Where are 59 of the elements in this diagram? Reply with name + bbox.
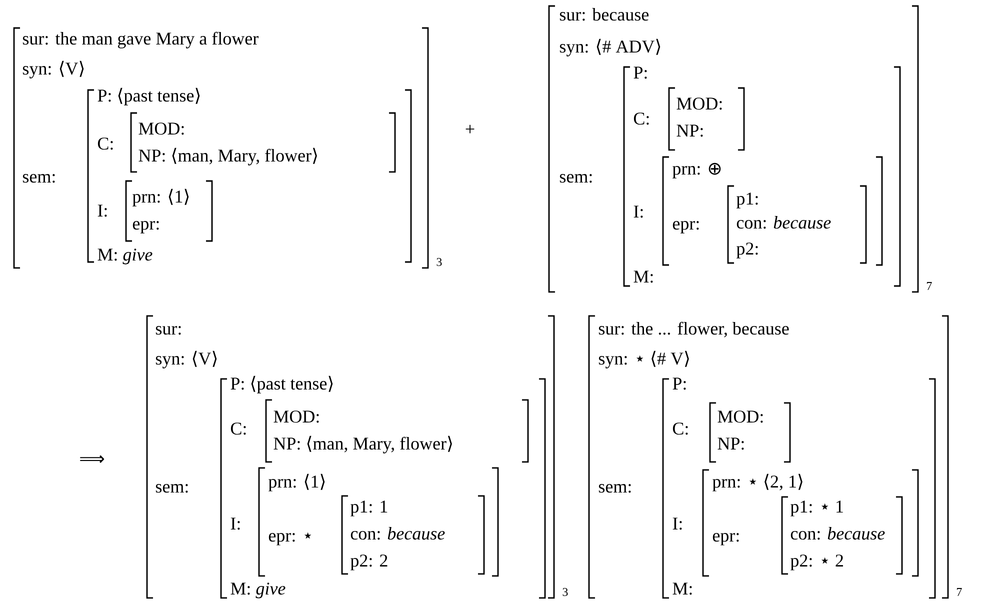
feature-text: prn: ⟨1⟩	[132, 188, 189, 206]
feature-text: p2:	[736, 242, 758, 258]
feature-text: syn: ⋆ ⟨# V⟩	[598, 350, 689, 368]
feature-text: P:	[672, 378, 686, 390]
operator-symbol: ⟹	[80, 455, 104, 463]
feature-text: prn: ⊕	[672, 162, 721, 178]
feature-text: sem:	[22, 174, 55, 183]
feature-text: M:	[672, 582, 692, 595]
feature-text: sur: the man gave Mary a flower	[22, 32, 258, 48]
feature-text: epr: ⋆	[268, 532, 312, 546]
feature-text: syn: ⟨V⟩	[156, 350, 217, 368]
feature-text: M: give	[98, 248, 152, 264]
index-number: 3	[562, 588, 568, 596]
feature-text: M: give	[230, 582, 286, 598]
feature-text: sem:	[598, 484, 631, 493]
feature-text: I:	[98, 204, 107, 217]
feature-text: epr:	[712, 533, 739, 546]
feature-text: sur:	[156, 326, 181, 335]
feature-text: sem:	[156, 484, 188, 493]
index-number: 3	[436, 258, 442, 266]
feature-text: syn: ⟨# ADV⟩	[560, 38, 660, 56]
feature-text: MOD:	[676, 98, 722, 110]
feature-text: C:	[98, 138, 113, 150]
feature-text: P: ⟨past tense⟩	[98, 88, 200, 106]
feature-text: con: because	[736, 216, 831, 229]
feature-text: sur: the ... flower, because	[598, 322, 789, 338]
feature-text: NP:	[718, 438, 744, 450]
feature-text: sem:	[560, 174, 592, 183]
feature-text: M:	[634, 270, 653, 283]
feature-text: C:	[230, 422, 246, 435]
feature-text: P:	[634, 66, 647, 79]
feature-text: p2: 2	[350, 554, 388, 570]
feature-text: p2: ⋆ 2	[790, 554, 843, 570]
feature-text: NP: ⟨man, Mary, flower⟩	[274, 436, 452, 454]
feature-text: con: because	[790, 526, 885, 540]
feature-text: C:	[634, 112, 649, 125]
feature-text: syn: ⟨V⟩	[22, 60, 84, 78]
feature-text: I:	[672, 518, 682, 530]
feature-text: prn: ⟨1⟩	[268, 474, 325, 492]
feature-text: p1:	[736, 192, 758, 208]
feature-text: prn: ⋆ ⟨2, 1⟩	[712, 474, 802, 492]
operator-symbol: +	[466, 124, 474, 134]
feature-text: I:	[634, 206, 643, 218]
feature-text: C:	[672, 422, 688, 435]
index-number: 7	[956, 588, 962, 596]
feature-text: epr:	[132, 221, 159, 234]
feature-text: NP:	[676, 124, 703, 137]
feature-text: sur: because	[560, 8, 649, 21]
feature-text: p1: ⋆ 1	[790, 500, 843, 516]
feature-text: NP: ⟨man, Mary, flower⟩	[138, 148, 317, 166]
feature-text: p1: 1	[350, 500, 388, 516]
feature-text: MOD:	[138, 122, 184, 135]
feature-text: epr:	[672, 221, 699, 234]
feature-text: con: because	[350, 526, 445, 540]
feature-text: MOD:	[718, 410, 763, 423]
feature-text: MOD:	[274, 410, 319, 423]
feature-text: I:	[230, 518, 240, 530]
feature-text: P: ⟨past tense⟩	[230, 376, 333, 394]
index-number: 7	[927, 282, 932, 290]
